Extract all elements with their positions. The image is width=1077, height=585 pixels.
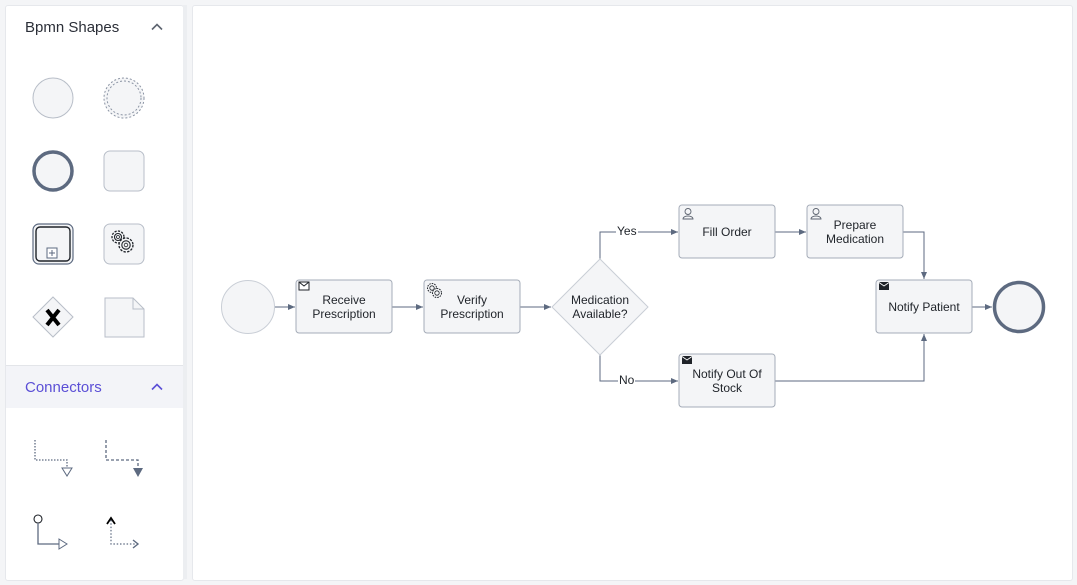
start-event-shape[interactable] bbox=[31, 76, 75, 120]
diagram-canvas[interactable]: Receive Prescription Verify Prescription… bbox=[192, 5, 1073, 581]
chevron-up-icon bbox=[151, 23, 163, 31]
yes-edge-label: Yes bbox=[616, 224, 638, 238]
non-interrupting-event-shape[interactable] bbox=[102, 76, 146, 120]
palette-splitter[interactable] bbox=[183, 5, 187, 579]
gear-icon bbox=[427, 283, 442, 298]
flow-gateway-yes bbox=[599, 229, 678, 259]
data-object-shape[interactable] bbox=[102, 295, 146, 339]
start-event bbox=[221, 280, 275, 334]
exclusive-gateway-shape[interactable] bbox=[31, 295, 75, 339]
message-flow-connector[interactable] bbox=[31, 511, 75, 555]
task-shape[interactable] bbox=[102, 149, 146, 193]
no-edge-label: No bbox=[618, 373, 636, 387]
task-prepare-medication bbox=[806, 204, 904, 259]
connectors-header[interactable]: Connectors bbox=[6, 366, 183, 408]
envelope-icon bbox=[298, 281, 310, 291]
receive-prescription-label: Receive Prescription bbox=[312, 292, 376, 321]
bpmn-shapes-header[interactable]: Bpmn Shapes bbox=[6, 6, 183, 48]
diagram-svg bbox=[221, 204, 1046, 408]
task-receive-prescription bbox=[295, 279, 393, 334]
gear-icon bbox=[111, 230, 134, 253]
flow-prepare-to-notify bbox=[903, 231, 927, 279]
envelope-filled-icon bbox=[878, 282, 890, 290]
prepare-medication-label: Prepare Medication bbox=[825, 217, 885, 246]
user-icon bbox=[810, 208, 822, 220]
end-event-shape[interactable] bbox=[31, 149, 75, 193]
section-divider bbox=[6, 365, 183, 366]
fill-order-label: Fill Order bbox=[702, 224, 752, 239]
sequence-connector[interactable] bbox=[102, 436, 146, 480]
connectors-title: Connectors bbox=[25, 378, 102, 396]
dotted-arrow-connector[interactable] bbox=[102, 511, 146, 555]
verify-prescription-label: Verify Prescription bbox=[440, 292, 504, 321]
bpmn-shapes-title: Bpmn Shapes bbox=[25, 18, 120, 36]
user-icon bbox=[682, 208, 694, 220]
gateway-medication-available bbox=[551, 258, 649, 356]
chevron-up-icon bbox=[151, 383, 163, 391]
end-event bbox=[992, 280, 1046, 334]
envelope-filled-icon bbox=[681, 356, 693, 364]
subprocess-shape[interactable] bbox=[31, 222, 75, 266]
association-connector[interactable] bbox=[31, 436, 75, 480]
flow-gateway-no bbox=[599, 354, 678, 384]
task-notify-out-of-stock bbox=[678, 353, 776, 408]
service-task-shape[interactable] bbox=[102, 222, 146, 266]
task-fill-order bbox=[678, 204, 776, 259]
flow-stock-to-notify bbox=[775, 334, 927, 382]
task-notify-patient bbox=[875, 279, 973, 334]
notify-patient-label: Notify Patient bbox=[888, 299, 960, 314]
symbol-palette: Bpmn Shapes bbox=[5, 5, 184, 581]
task-verify-prescription bbox=[423, 279, 521, 334]
gateway-label: Medication Available? bbox=[570, 293, 630, 321]
notify-out-of-stock-label: Notify Out Of Stock bbox=[692, 366, 762, 395]
